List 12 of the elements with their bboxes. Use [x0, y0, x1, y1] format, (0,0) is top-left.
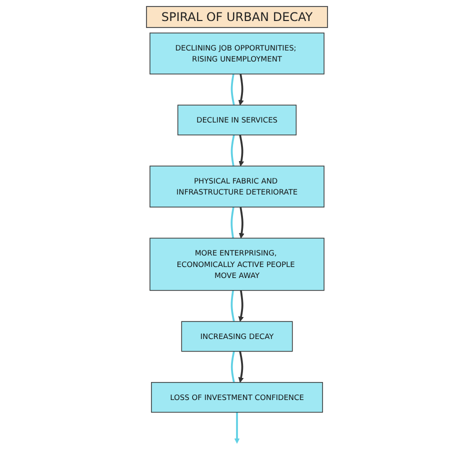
arrow	[238, 290, 244, 322]
connector	[230, 134, 235, 166]
arrow	[238, 351, 244, 383]
connector	[230, 74, 235, 106]
arrow	[238, 134, 244, 166]
connector	[230, 206, 234, 238]
connector	[230, 351, 235, 383]
title: SPIRAL OF URBAN DECAY	[146, 6, 328, 28]
connector	[230, 290, 235, 322]
arrow	[238, 206, 244, 238]
arrow	[234, 412, 240, 444]
arrow	[238, 74, 244, 106]
